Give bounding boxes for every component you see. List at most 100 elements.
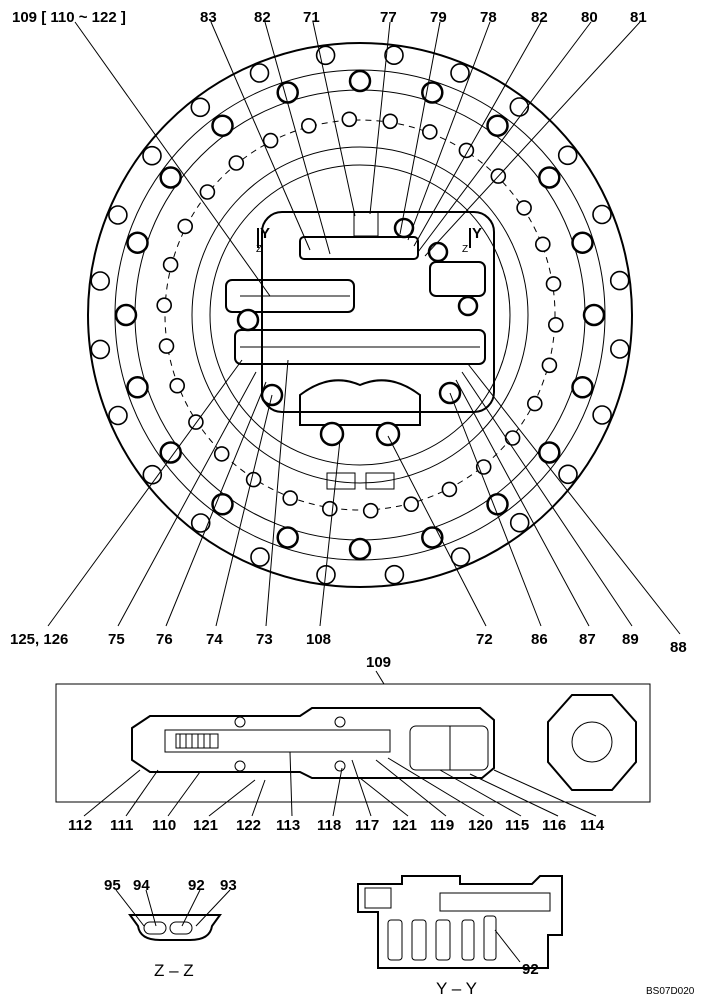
pitch-hole [228,155,245,171]
label-80: 80 [581,9,598,26]
flange-bolt [211,114,234,137]
outer-bolt-hole [450,63,470,83]
pitch-hole [213,446,230,462]
port-fittings [299,379,421,426]
label-125-126: 125, 126 [10,631,68,648]
pitch-hole [504,430,521,446]
zz-body [128,914,222,941]
outer-bolt-hole [558,464,578,485]
flange-bolt [159,166,182,189]
pitch-hole [341,111,358,128]
label-121: 121 [193,817,218,834]
spool-bore [234,329,486,365]
detail-109-frame [55,683,651,803]
label-83: 83 [200,9,217,26]
section-yy-caption: Y – Y [436,979,477,998]
label-86: 86 [531,631,548,648]
pitch-hole [545,276,562,292]
label-76: 76 [156,631,173,648]
flange-bolt [126,231,149,254]
flange-bolt [276,81,299,104]
label-72: 72 [476,631,493,648]
label-75: 75 [108,631,125,648]
outer-bolt-hole [190,513,211,533]
label-92: 92 [188,877,205,894]
outer-bolt-hole [108,205,128,225]
top-view: Y Y Z Z 109 [ 110 ~ 122 ] 83 82 71 [10,9,687,656]
check-valve-bore [299,236,419,260]
outer-bolt-holes [90,45,630,585]
pitch-hole [534,236,551,253]
outer-bolt-hole [108,405,128,426]
flange-bolt [126,376,149,399]
pitch-hole [177,218,193,235]
outer-bolt-hole [249,63,270,83]
label-82: 82 [254,9,271,26]
outer-bolt-hole [509,512,530,533]
label-115: 115 [505,817,529,834]
outer-flange-circle [87,42,633,588]
outer-bolt-hole [142,145,162,166]
yy-body [357,875,563,969]
label-95: 95 [104,877,121,894]
pitch-hole [162,256,179,273]
outer-bolt-hole [609,339,630,359]
outer-bolt-hole [609,270,630,291]
pitch-hole [421,124,438,140]
hub-inner-circle [209,164,511,466]
pitch-hole [282,490,299,506]
section-zz-caption: Z – Z [154,961,194,980]
label-81: 81 [630,9,647,26]
flange-bolt [538,166,561,189]
outer-bolt-hole [592,204,612,225]
outer-bolt-hole [250,547,270,567]
label-77: 77 [380,9,397,26]
flange-bolt [582,303,606,327]
plug-right [429,261,486,297]
flange-bolt [159,441,182,464]
pitch-hole [541,357,558,374]
pitch-hole [199,184,216,200]
pitch-hole [516,200,532,216]
flange-bolt [538,441,561,464]
inner-holes [156,111,564,519]
label-108: 108 [306,631,331,648]
outer-bolt-hole [90,271,110,291]
mid-bolts [114,69,606,561]
outer-bolt-hole [190,97,211,118]
label-122: 122 [236,817,261,834]
pitch-hole [169,377,185,394]
label-93: 93 [220,877,237,894]
label-119: 119 [430,817,454,834]
label-74: 74 [206,631,223,648]
label-113: 113 [276,817,300,834]
pitch-hole [382,113,399,130]
pitch-hole [245,471,262,488]
outer-bolt-hole [450,547,471,567]
section-mark-z-right: Z [462,244,468,255]
pitch-hole [300,118,317,134]
label-121b: 121 [392,817,417,834]
label-89: 89 [622,631,639,648]
relief-valve-cartridge [225,279,355,313]
label-73: 73 [256,631,273,648]
outer-bolt-hole [384,45,404,66]
dashed-pitch-circle [164,119,556,511]
pitch-hole [262,132,279,149]
section-zz: 95 94 92 93 Z – Z [104,877,237,980]
label-112: 112 [68,817,92,834]
label-78: 78 [480,9,497,26]
valve-cartridge-body [131,707,495,779]
section-mark-y-left: Y [260,225,270,242]
section-mark-z-left: Z [256,244,262,255]
label-117: 117 [355,817,379,834]
label-120: 120 [468,817,493,834]
label-82b: 82 [531,9,548,26]
flange-bolt [571,231,594,254]
label-71: 71 [303,9,320,26]
section-yy: 92 Y – Y [357,875,563,998]
pitch-hole [156,297,172,314]
flange-bolt [276,526,299,549]
